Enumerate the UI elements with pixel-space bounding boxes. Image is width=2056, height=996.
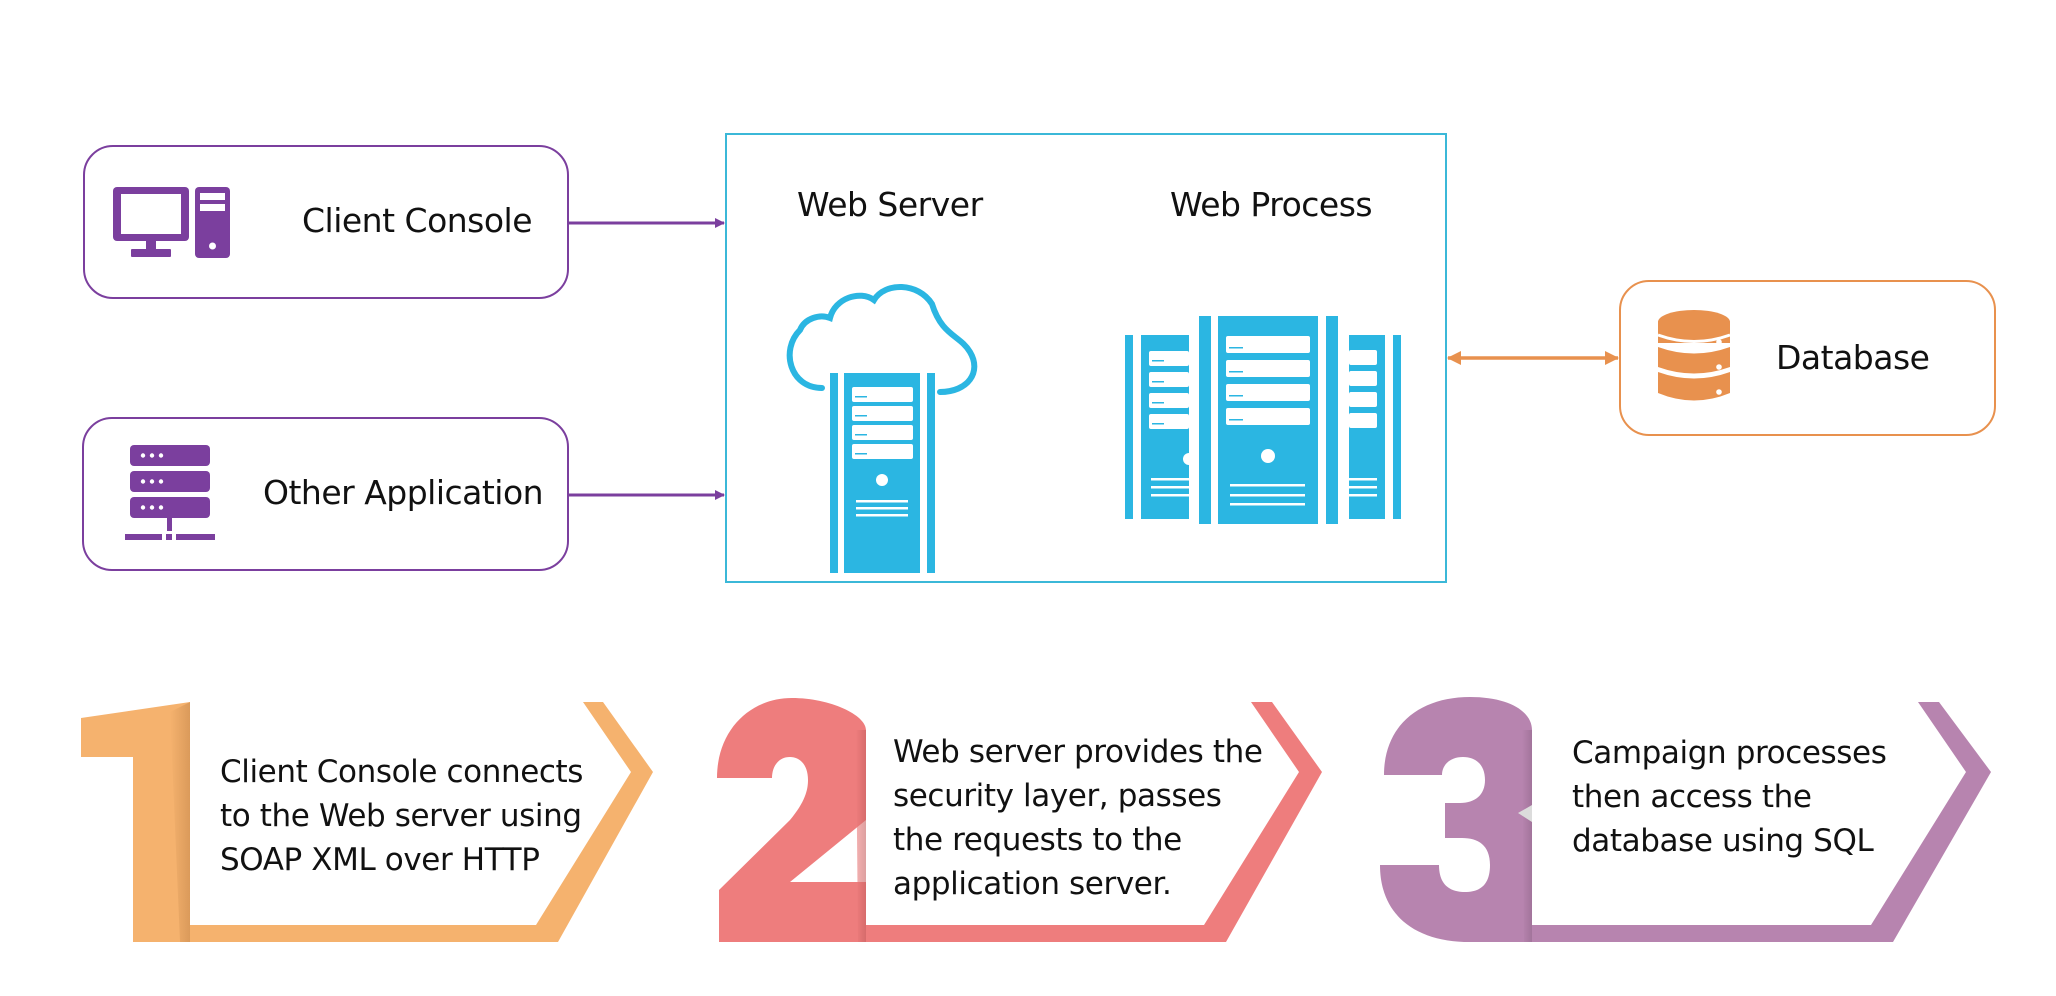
step-2-frame xyxy=(866,702,1322,942)
step-1-line: SOAP XML over HTTP xyxy=(220,842,540,878)
step-1-line: to the Web server using xyxy=(220,798,582,834)
step-3-text: Campaign processes then access the datab… xyxy=(1572,731,1887,863)
step-1-frame xyxy=(190,702,653,942)
step-2-line: application server. xyxy=(893,866,1172,902)
step-2-text: Web server provides the security layer, … xyxy=(893,730,1263,906)
step-2-numeral-shape xyxy=(717,698,866,942)
step-3-line: then access the xyxy=(1572,779,1812,815)
step-3-line: Campaign processes xyxy=(1572,735,1887,771)
step-3-line: database using SQL xyxy=(1572,823,1874,859)
step-1-numeral-shape xyxy=(81,702,190,942)
other-application-label: Other Application xyxy=(263,473,544,512)
step-2-line: the requests to the xyxy=(893,822,1182,858)
client-console-label: Client Console xyxy=(302,201,533,240)
step-3-numeral-shape xyxy=(1380,697,1532,942)
step-1-text: Client Console connects to the Web serve… xyxy=(220,750,583,882)
database-label: Database xyxy=(1776,338,1930,377)
web-server-label: Web Server xyxy=(797,185,983,224)
step-2-line: security layer, passes xyxy=(893,778,1222,814)
step-2-line: Web server provides the xyxy=(893,734,1263,770)
web-process-label: Web Process xyxy=(1170,185,1373,224)
step-3-frame xyxy=(1532,702,1991,942)
other-application-node xyxy=(82,417,569,571)
step-1-line: Client Console connects xyxy=(220,754,584,790)
